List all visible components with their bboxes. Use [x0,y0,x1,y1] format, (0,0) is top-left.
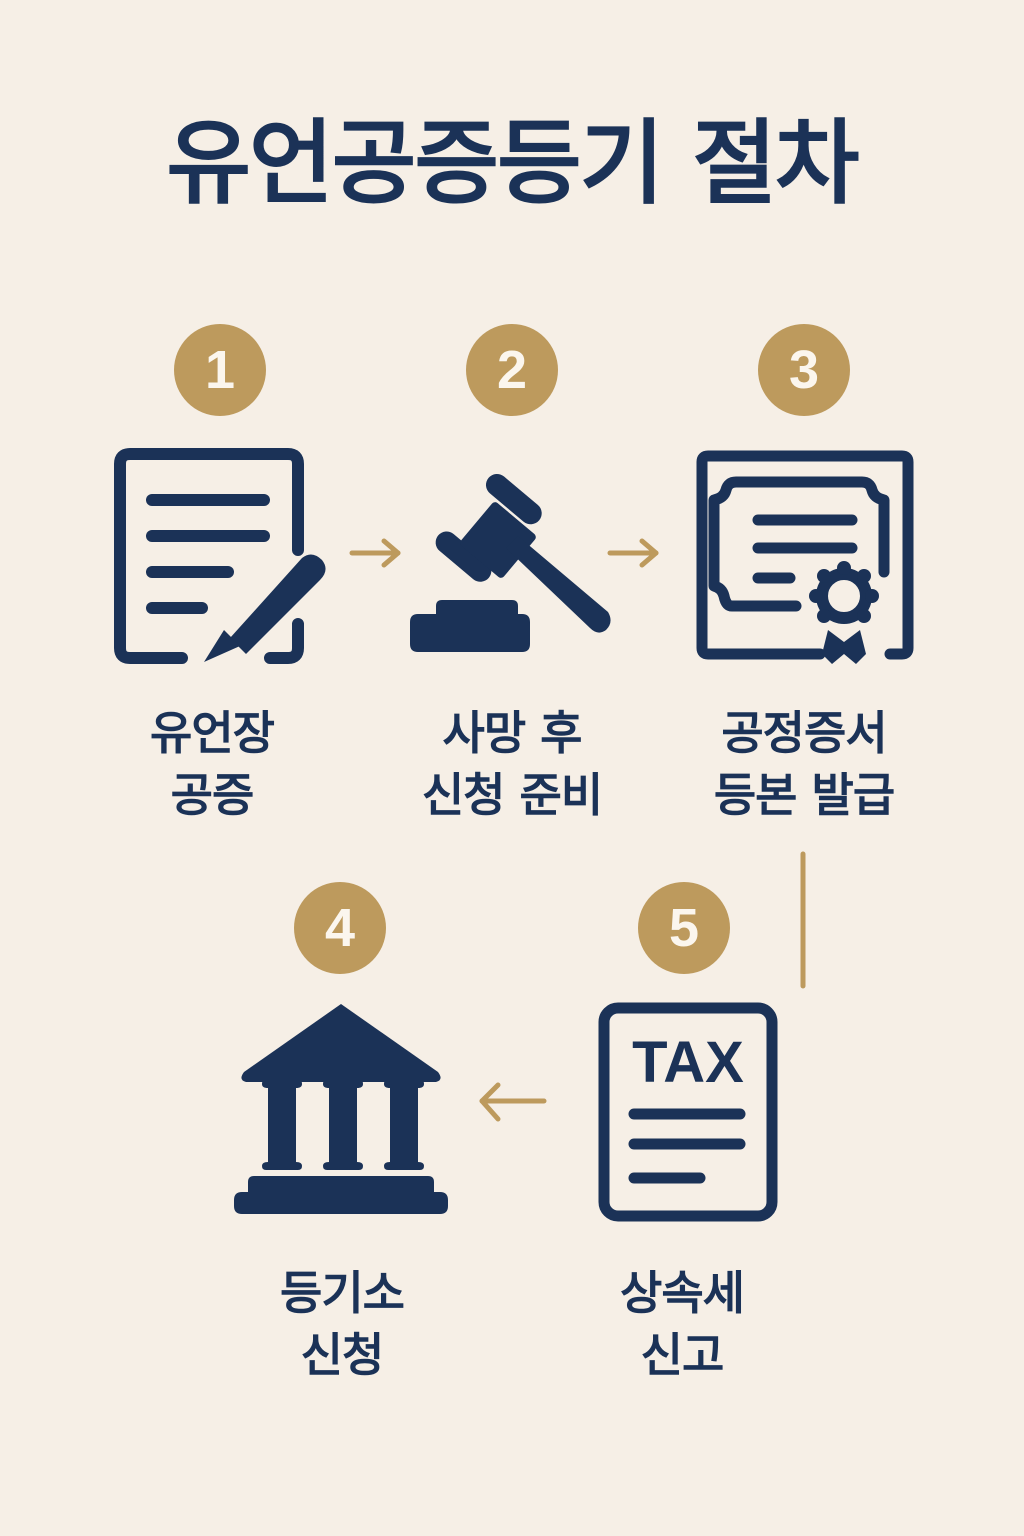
step-label: 사망 후 신청 준비 [421,706,603,822]
tax-text: TAX [632,1030,744,1095]
arrow-right-icon [348,538,404,568]
step-label: 상속세 신고 [620,1266,745,1382]
step-label: 유언장 공증 [150,706,275,822]
arrow-right-icon [606,538,662,568]
connector-line [798,850,808,990]
certificate-icon [696,450,916,672]
step-label: 등기소 신청 [280,1266,405,1382]
arrow-left-icon [476,1082,548,1124]
step-number-badge: 4 [294,882,386,974]
document-pen-icon [112,446,330,668]
step-label: 공정증서 등본 발급 [713,706,895,822]
gavel-icon [410,466,616,658]
step-number-badge: 3 [758,324,850,416]
step-number-badge: 1 [174,324,266,416]
tax-document-icon: TAX [598,1002,778,1222]
step-number-badge: 5 [638,882,730,974]
step-number-badge: 2 [466,324,558,416]
page-title: 유언공증등기 절차 [166,110,859,217]
courthouse-icon [232,1002,450,1216]
